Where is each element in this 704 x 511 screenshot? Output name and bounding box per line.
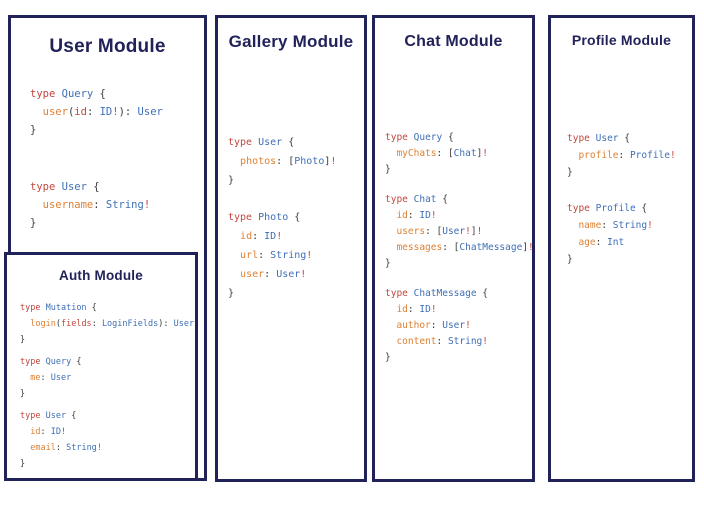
code-line: user(id: ID!): User — [42, 106, 163, 118]
code-line: } — [30, 217, 37, 229]
code-block: type Photo { id: ID! url: String! user: … — [228, 208, 336, 303]
code-line: id: ID! — [240, 231, 283, 242]
code-line: login(fields: LoginFields): User — [30, 319, 195, 329]
code-line: } — [30, 124, 37, 136]
code-line: profile: Profile! — [578, 150, 676, 161]
code-block: type ChatMessage { id: ID! author: User!… — [385, 286, 534, 366]
code-line: author: User! — [396, 320, 471, 331]
code-line: id: ID! — [396, 210, 437, 221]
code-line: type Query { — [385, 132, 454, 143]
auth-module-title: Auth Module — [59, 268, 143, 283]
code-block: type Profile { name: String! age: Int} — [567, 200, 676, 268]
code-line: id: ID! — [396, 304, 437, 315]
code-line: } — [228, 175, 235, 186]
code-line: } — [567, 254, 573, 265]
code-block: type Query { me: User} — [20, 354, 194, 402]
code-line: } — [20, 459, 26, 469]
auth-module-code: type Mutation { login(fields: LoginField… — [20, 300, 194, 478]
code-line: user: User! — [240, 269, 307, 280]
code-line: } — [228, 288, 235, 299]
chat-module-title: Chat Module — [404, 33, 503, 50]
code-block: type Mutation { login(fields: LoginField… — [20, 300, 194, 348]
code-line: content: String! — [396, 336, 489, 347]
code-line: email: String! — [30, 443, 102, 453]
profile-module-code: type User { profile: Profile!}type Profi… — [567, 130, 676, 287]
code-line: } — [20, 335, 26, 345]
chat-module-code: type Query { myChats: [Chat]!}type Chat … — [385, 130, 534, 380]
code-line: photos: [Photo]! — [240, 156, 337, 167]
code-line: url: String! — [240, 250, 313, 261]
code-line: type Photo { — [228, 212, 301, 223]
code-line: users: [User!]! — [396, 226, 483, 237]
code-line: } — [385, 258, 391, 269]
code-line: } — [385, 164, 391, 175]
code-line: type User { — [228, 137, 295, 148]
gallery-module-card: Gallery Module type User { photos: [Phot… — [215, 15, 367, 482]
code-block: type Query { myChats: [Chat]!} — [385, 130, 534, 178]
code-line: } — [567, 167, 573, 178]
code-line: type User { — [20, 411, 77, 421]
gallery-module-title: Gallery Module — [228, 32, 354, 51]
user-module-code: type Query { user(id: ID!): User}type Us… — [30, 85, 163, 271]
auth-module-card: Auth Module type Mutation { login(fields… — [4, 252, 198, 481]
code-line: type Mutation { — [20, 303, 97, 313]
code-line: } — [385, 352, 391, 363]
profile-module-card: Profile Module type User { profile: Prof… — [548, 15, 695, 482]
code-line: type User { — [30, 181, 100, 193]
code-block: type User { photos: [Photo]!} — [228, 133, 336, 190]
code-block: type Query { user(id: ID!): User} — [30, 85, 163, 139]
code-line: me: User — [30, 373, 72, 383]
chat-module-card: Chat Module type Query { myChats: [Chat]… — [372, 15, 535, 482]
code-line: myChats: [Chat]! — [396, 148, 489, 159]
code-block: type User { id: ID! email: String!} — [20, 408, 194, 472]
code-line: age: Int — [578, 237, 625, 248]
user-module-title: User Module — [49, 36, 166, 57]
code-line: id: ID! — [30, 427, 67, 437]
code-line: type Chat { — [385, 194, 448, 205]
code-block: type User { username: String!} — [30, 178, 163, 232]
code-block: type User { profile: Profile!} — [567, 130, 676, 181]
code-line: type Query { — [20, 357, 82, 367]
code-line: type Query { — [30, 88, 106, 100]
gallery-module-code: type User { photos: [Photo]!}type Photo … — [228, 133, 336, 321]
code-line: type ChatMessage { — [385, 288, 488, 299]
profile-module-title: Profile Module — [571, 32, 672, 48]
code-line: type Profile { — [567, 203, 648, 214]
code-line: } — [20, 389, 26, 399]
code-line: username: String! — [42, 199, 151, 211]
code-line: messages: [ChatMessage]! — [396, 242, 534, 253]
code-line: type User { — [567, 133, 630, 144]
code-line: name: String! — [578, 220, 653, 231]
code-block: type Chat { id: ID! users: [User!]! mess… — [385, 192, 534, 272]
